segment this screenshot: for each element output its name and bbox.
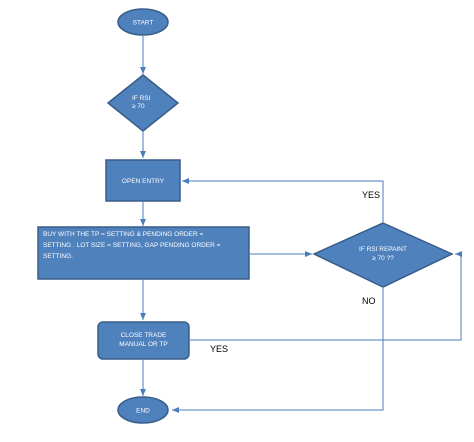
repaint-decision-line-1: IF RSI REPAINT	[359, 246, 407, 253]
rsi-decision-line-2: ≥ 70	[132, 103, 145, 110]
close-trade-process: CLOSE TRADE MANUAL OR TP	[97, 321, 190, 360]
edge-repaint-yes-to-open-entry	[182, 178, 384, 222]
no-label-repaint: NO	[362, 296, 376, 306]
yes-label-close: YES	[210, 344, 228, 354]
open-entry-process: OPEN ENTRY	[105, 159, 181, 202]
buy-process: BUY WITH THE TP = SETTING & PENDING ORDE…	[37, 226, 250, 280]
rsi-decision: IF RSI ≥ 70	[106, 74, 180, 132]
start-terminal: START	[117, 8, 169, 36]
buy-process-line-1: BUY WITH THE TP = SETTING & PENDING ORDE…	[43, 231, 203, 238]
edge-repaint-no-to-end	[172, 288, 384, 413]
close-trade-line-1: CLOSE TRADE	[121, 332, 167, 339]
yes-label-repaint: YES	[362, 190, 380, 200]
edge-close-trade-yes-loop	[190, 251, 462, 341]
repaint-decision-line-2: ≥ 70 ??	[372, 255, 394, 262]
buy-process-line-2: SETTING . LOT SIZE = SETTING, GAP PENDIN…	[43, 242, 221, 249]
connectors	[140, 36, 462, 413]
end-label: END	[136, 408, 150, 415]
repaint-decision: IF RSI REPAINT ≥ 70 ??	[312, 222, 454, 288]
end-terminal: END	[117, 396, 169, 424]
close-trade-line-2: MANUAL OR TP	[119, 341, 167, 348]
open-entry-label: OPEN ENTRY	[122, 178, 165, 185]
rsi-decision-line-1: IF RSI	[132, 95, 151, 102]
start-label: START	[133, 20, 154, 27]
buy-process-line-3: SETTING.	[43, 253, 73, 260]
